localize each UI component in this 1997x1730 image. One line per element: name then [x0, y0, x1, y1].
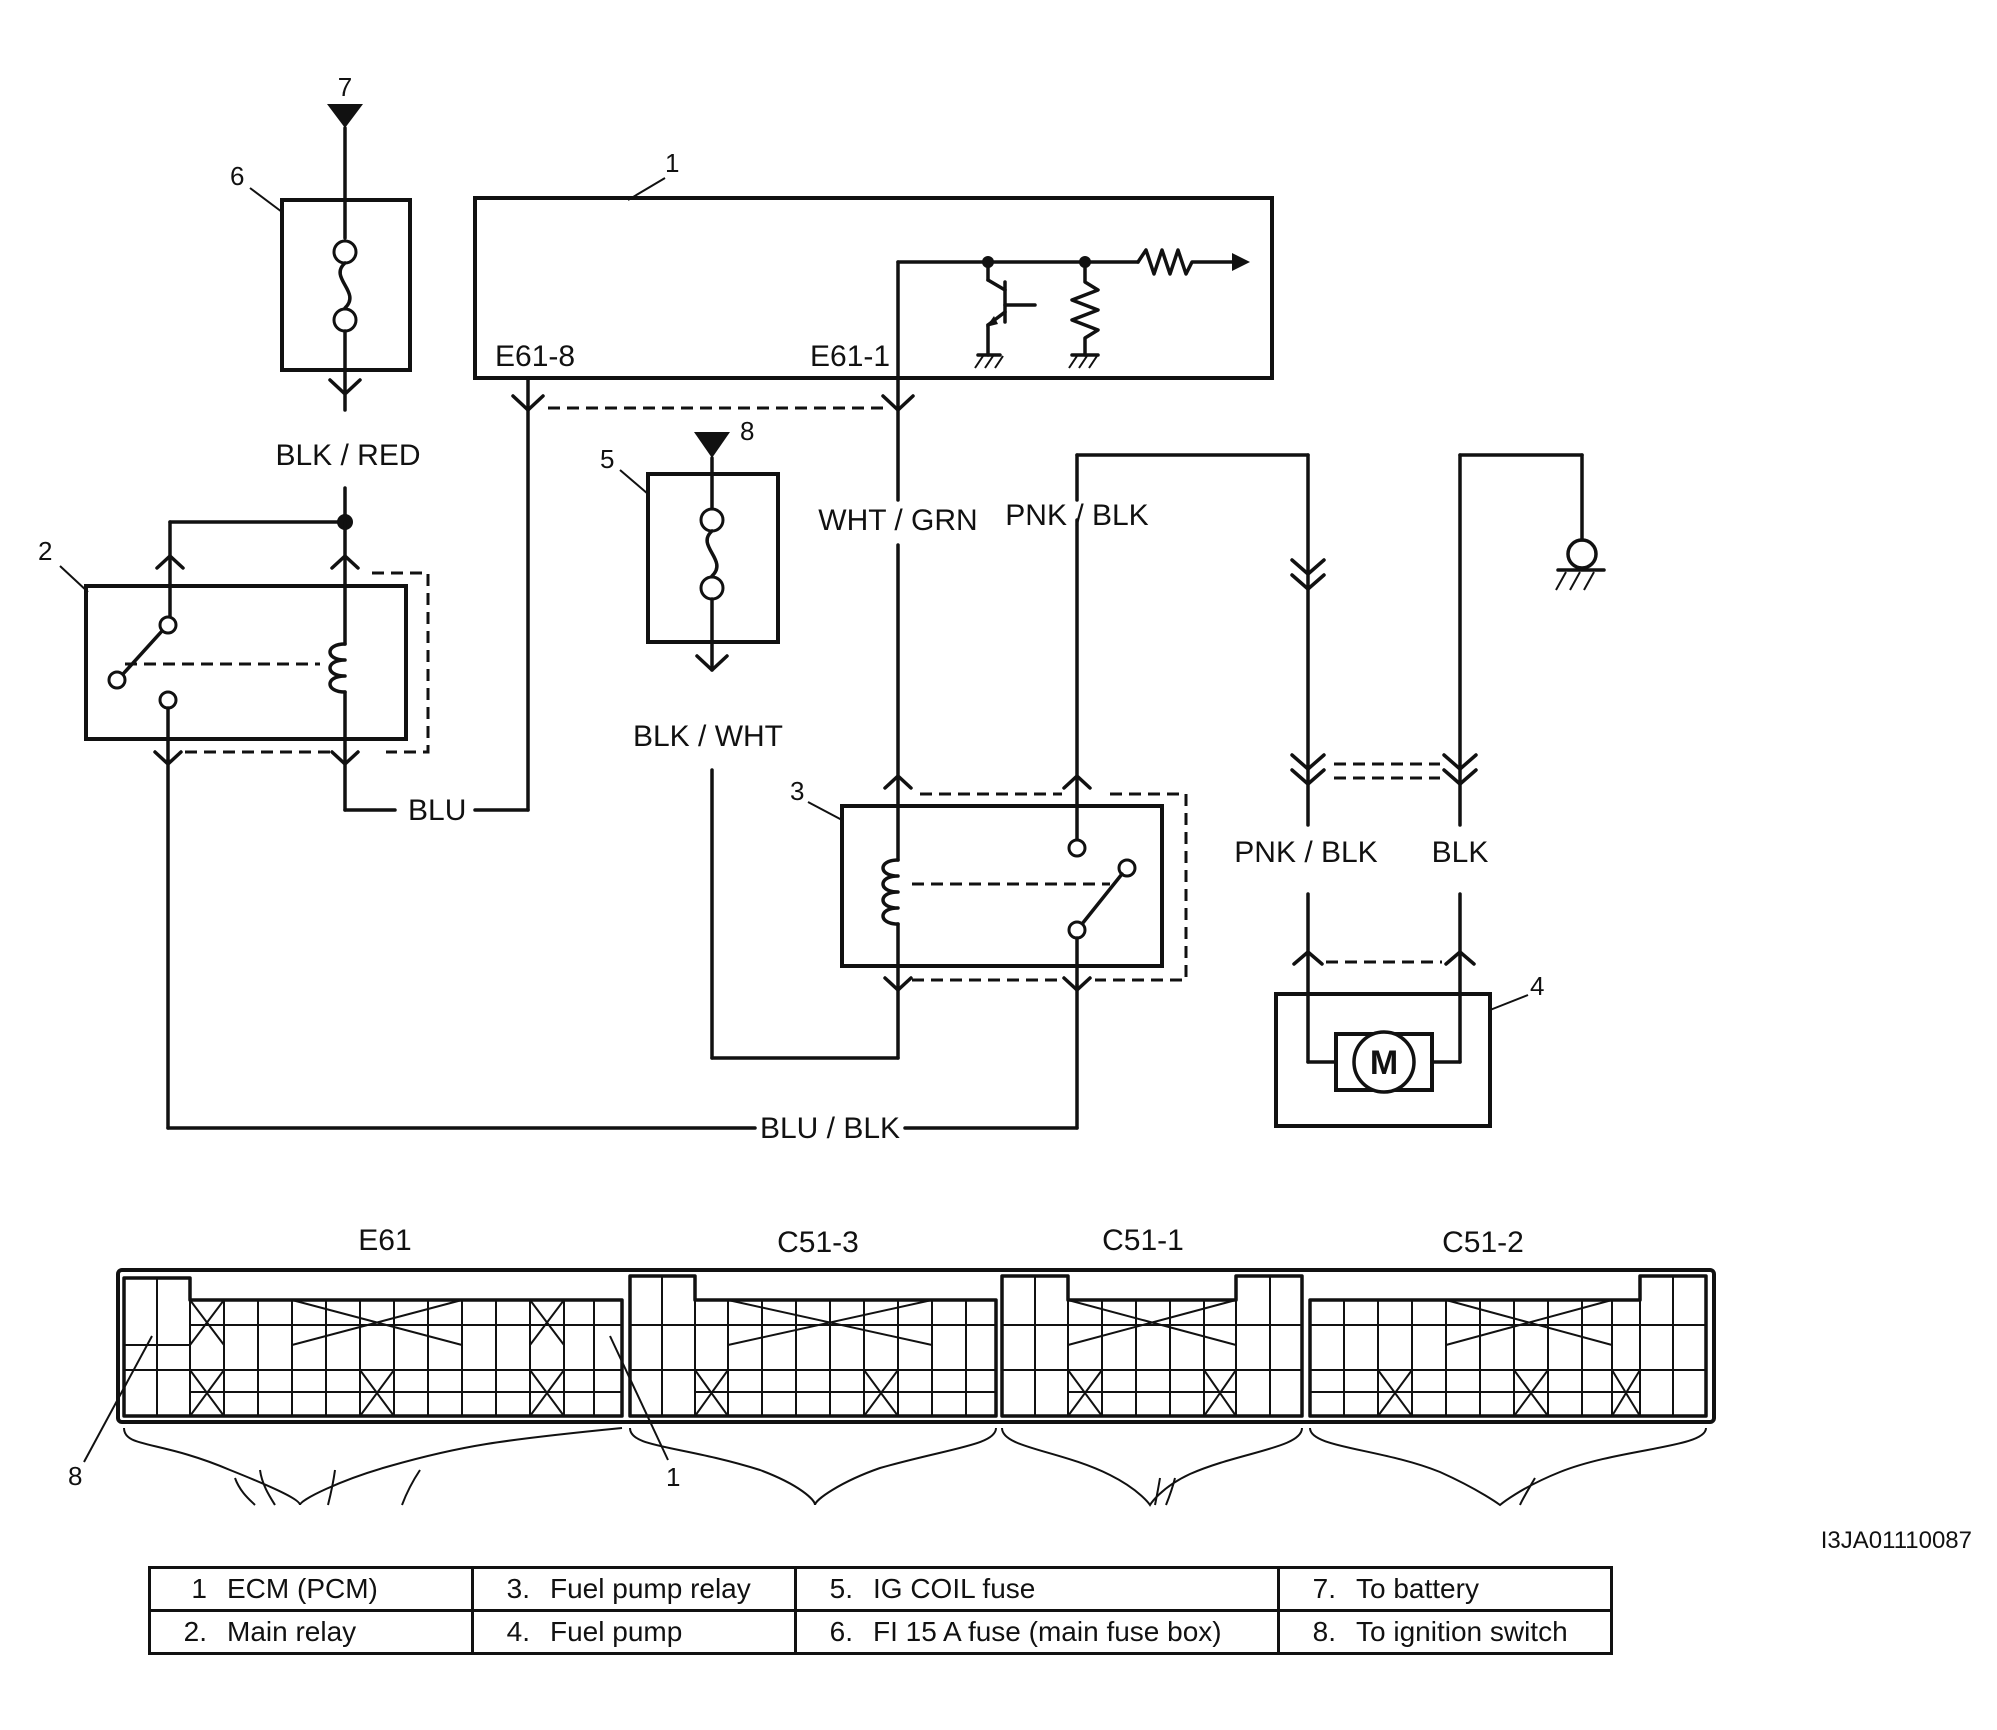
- callout-3: 3: [790, 776, 804, 806]
- ecm-box: 1 E61-8 E61-1: [473, 148, 1274, 380]
- legend-cell: 7. To battery: [1277, 1566, 1613, 1612]
- wire-blu-blk-label: BLU / BLK: [760, 1112, 900, 1145]
- pin-callout-8: 8: [68, 1461, 82, 1491]
- legend-index: 6.: [829, 1616, 853, 1647]
- legend-row: 1 ECM (PCM) 3. Fuel pump relay 5. IG COIL f…: [148, 1566, 1613, 1612]
- callout-6: 6: [230, 161, 244, 191]
- legend-cell: 2. Main relay: [148, 1609, 474, 1655]
- callout-5: 5: [600, 444, 614, 474]
- motor-symbol: M: [1370, 1044, 1398, 1082]
- legend-text: To ignition switch: [1356, 1616, 1568, 1647]
- legend-index: 2.: [183, 1616, 207, 1647]
- legend-index: 3.: [506, 1573, 530, 1604]
- wire-pnk-blk-bottom-label: PNK / BLK: [1234, 836, 1377, 869]
- legend-cell: 3. Fuel pump relay: [471, 1566, 797, 1612]
- legend-text: To battery: [1356, 1573, 1479, 1604]
- callout-7: 7: [338, 72, 352, 102]
- legend-table: 1 ECM (PCM) 3. Fuel pump relay 5. IG COIL f…: [148, 1566, 1613, 1655]
- wire-pnk-blk-top-label: PNK / BLK: [1005, 499, 1148, 532]
- connector-c51-3-label: C51-3: [777, 1226, 859, 1259]
- legend-text: FI 15 A fuse (main fuse box): [873, 1616, 1222, 1647]
- connector-e61-label: E61: [358, 1224, 411, 1257]
- connector-c51-1-label: C51-1: [1102, 1224, 1184, 1257]
- figure-code: I3JA01110087: [1821, 1527, 1972, 1554]
- legend-text: ECM (PCM): [227, 1573, 378, 1604]
- wire-blu-label: BLU: [408, 794, 466, 827]
- pin-callout-1: 1: [666, 1462, 680, 1492]
- legend-text: Fuel pump: [550, 1616, 683, 1647]
- legend-row: 2. Main relay 4. Fuel pump 6. FI 15 A fuse …: [148, 1609, 1613, 1655]
- main-relay: 2: [38, 514, 430, 812]
- legend-index: 4.: [506, 1616, 530, 1647]
- terminal-e61-8: E61-8: [495, 340, 575, 373]
- callout-8: 8: [740, 416, 754, 446]
- wire-wht-grn-label: WHT / GRN: [818, 504, 977, 537]
- legend-index: 5.: [829, 1573, 853, 1604]
- terminal-e61-1: E61-1: [810, 340, 890, 373]
- ig-coil-fuse: 5: [600, 444, 780, 672]
- legend-text: IG COIL fuse: [873, 1573, 1036, 1604]
- fuel-pump: M 4: [1274, 892, 1544, 1128]
- legend-text: Fuel pump relay: [550, 1573, 751, 1604]
- legend-cell: 5. IG COIL fuse: [794, 1566, 1280, 1612]
- fuel-pump-relay: 3: [790, 518, 1188, 1060]
- legend-index: 1: [191, 1573, 207, 1604]
- connector-c51-2-label: C51-2: [1442, 1226, 1524, 1259]
- fi-15a-fuse: 6: [230, 126, 412, 372]
- legend-cell: 1 ECM (PCM): [148, 1566, 474, 1612]
- callout-4: 4: [1530, 971, 1544, 1001]
- callout-2: 2: [38, 536, 52, 566]
- ecm-connector-face-view: E61 C51-3 C51-1 C51-2 8: [68, 1224, 1716, 1507]
- to-ignition-switch-terminal: 8: [694, 416, 754, 458]
- wire-blk-wht-label: BLK / WHT: [633, 720, 783, 753]
- legend-cell: 8. To ignition switch: [1277, 1609, 1613, 1655]
- legend-index: 8.: [1312, 1616, 1336, 1647]
- wire-blk-red-label: BLK / RED: [275, 439, 420, 472]
- to-battery-terminal: 7: [327, 72, 363, 128]
- callout-1: 1: [665, 148, 679, 178]
- legend-cell: 6. FI 15 A fuse (main fuse box): [794, 1609, 1280, 1655]
- wire-blk-label: BLK: [1432, 836, 1489, 869]
- legend-index: 7.: [1312, 1573, 1336, 1604]
- legend-cell: 4. Fuel pump: [471, 1609, 797, 1655]
- legend-text: Main relay: [227, 1616, 357, 1647]
